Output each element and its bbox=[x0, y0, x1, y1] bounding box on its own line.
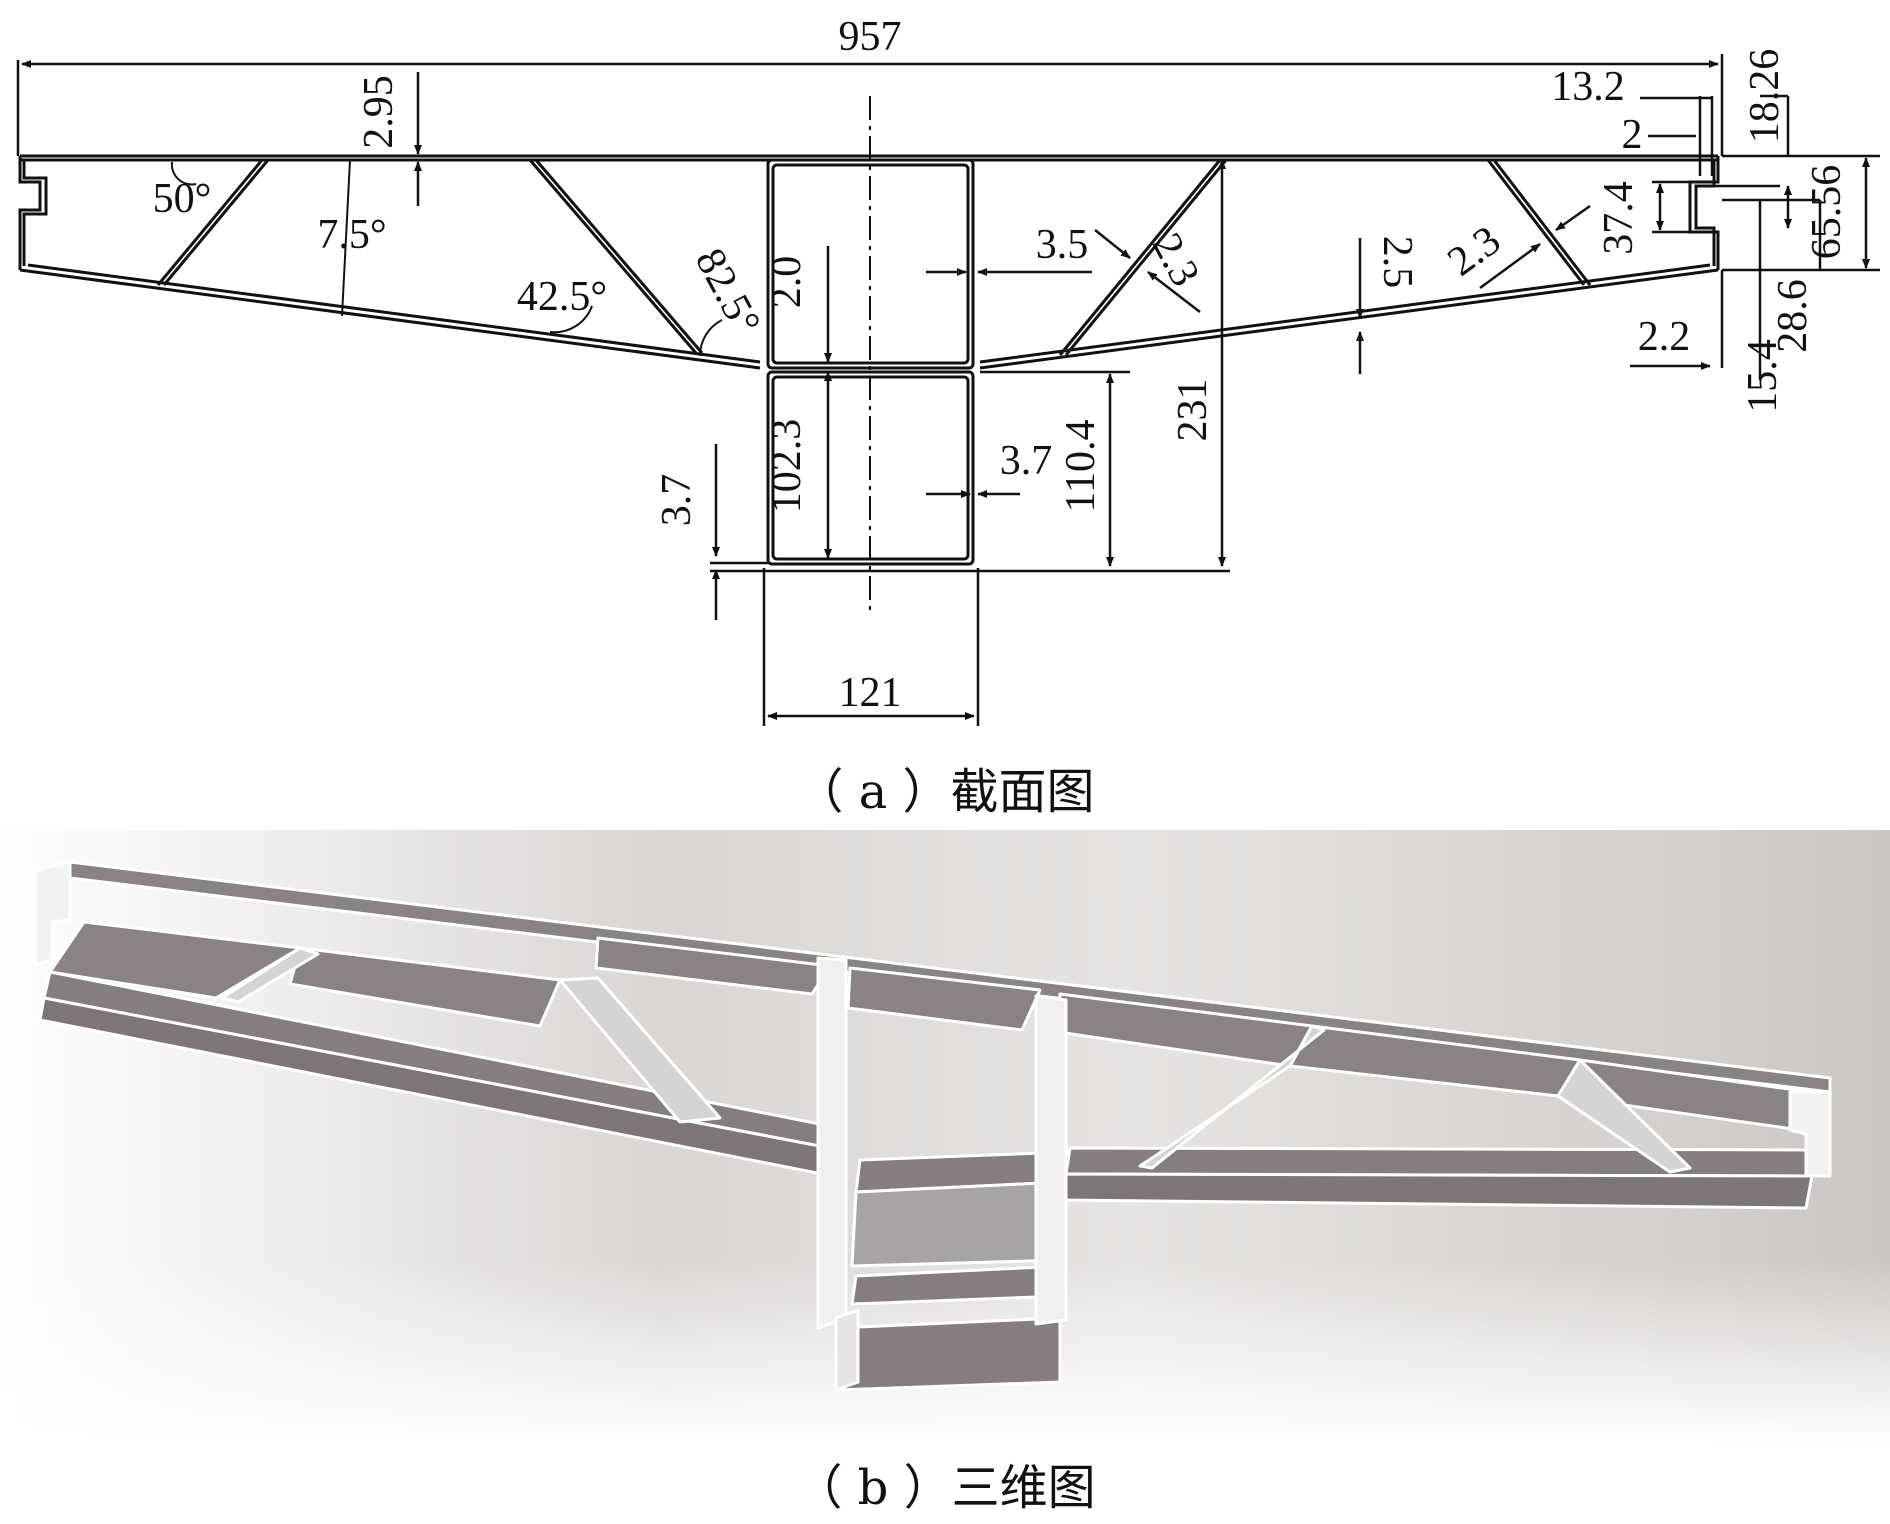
dimension-lines bbox=[16, 54, 1880, 726]
dim-edge-2: 2 bbox=[1622, 112, 1643, 158]
caption-3d-view: （ b ）三维图 bbox=[794, 1460, 1096, 1516]
dim-box-height: 102.3 bbox=[764, 419, 810, 514]
angle-82-5: 82.5° bbox=[686, 241, 769, 342]
dim-rib-thickness-a: 3.5 bbox=[1036, 222, 1089, 268]
dim-edge-37-4: 37.4 bbox=[1596, 181, 1642, 255]
dim-top-skin: 2.95 bbox=[356, 75, 402, 149]
caption-section-view: （ a ）截面图 bbox=[795, 764, 1095, 820]
dim-overall-width: 957 bbox=[839, 14, 902, 60]
cross-section-drawing: 957 2.95 2.0 102.3 3.7 121 3.7 110.4 231… bbox=[16, 14, 1880, 726]
beam-model bbox=[34, 860, 1832, 1392]
angle-50: 50° bbox=[153, 176, 212, 222]
dim-edge-28-6: 28.6 bbox=[1770, 279, 1816, 353]
dim-edge-18-26: 18.26 bbox=[1742, 49, 1788, 144]
dim-box-width: 121 bbox=[839, 670, 902, 716]
dim-skin-thickness: 2.5 bbox=[1374, 236, 1420, 289]
dim-bottom-wall-left: 3.7 bbox=[654, 474, 700, 527]
angle-42-5: 42.5° bbox=[517, 274, 607, 320]
dimension-labels: 957 2.95 2.0 102.3 3.7 121 3.7 110.4 231… bbox=[153, 14, 1850, 716]
angle-7-5: 7.5° bbox=[317, 212, 386, 258]
dim-edge-65-56: 65.56 bbox=[1804, 165, 1850, 260]
dim-edge-2-2: 2.2 bbox=[1638, 314, 1691, 360]
dim-edge-15-4: 15.4 bbox=[1740, 339, 1786, 413]
dim-rib-thickness-b: 2.3 bbox=[1143, 226, 1208, 294]
dim-box-right-height: 110.4 bbox=[1058, 420, 1104, 513]
dim-edge-13-2: 13.2 bbox=[1551, 64, 1625, 110]
three-d-view bbox=[0, 830, 1890, 1442]
dim-bottom-wall: 3.7 bbox=[1000, 438, 1053, 484]
angle-arcs bbox=[170, 159, 723, 357]
dim-web-thickness: 2.0 bbox=[764, 256, 810, 309]
dim-total-height: 231 bbox=[1170, 379, 1216, 442]
